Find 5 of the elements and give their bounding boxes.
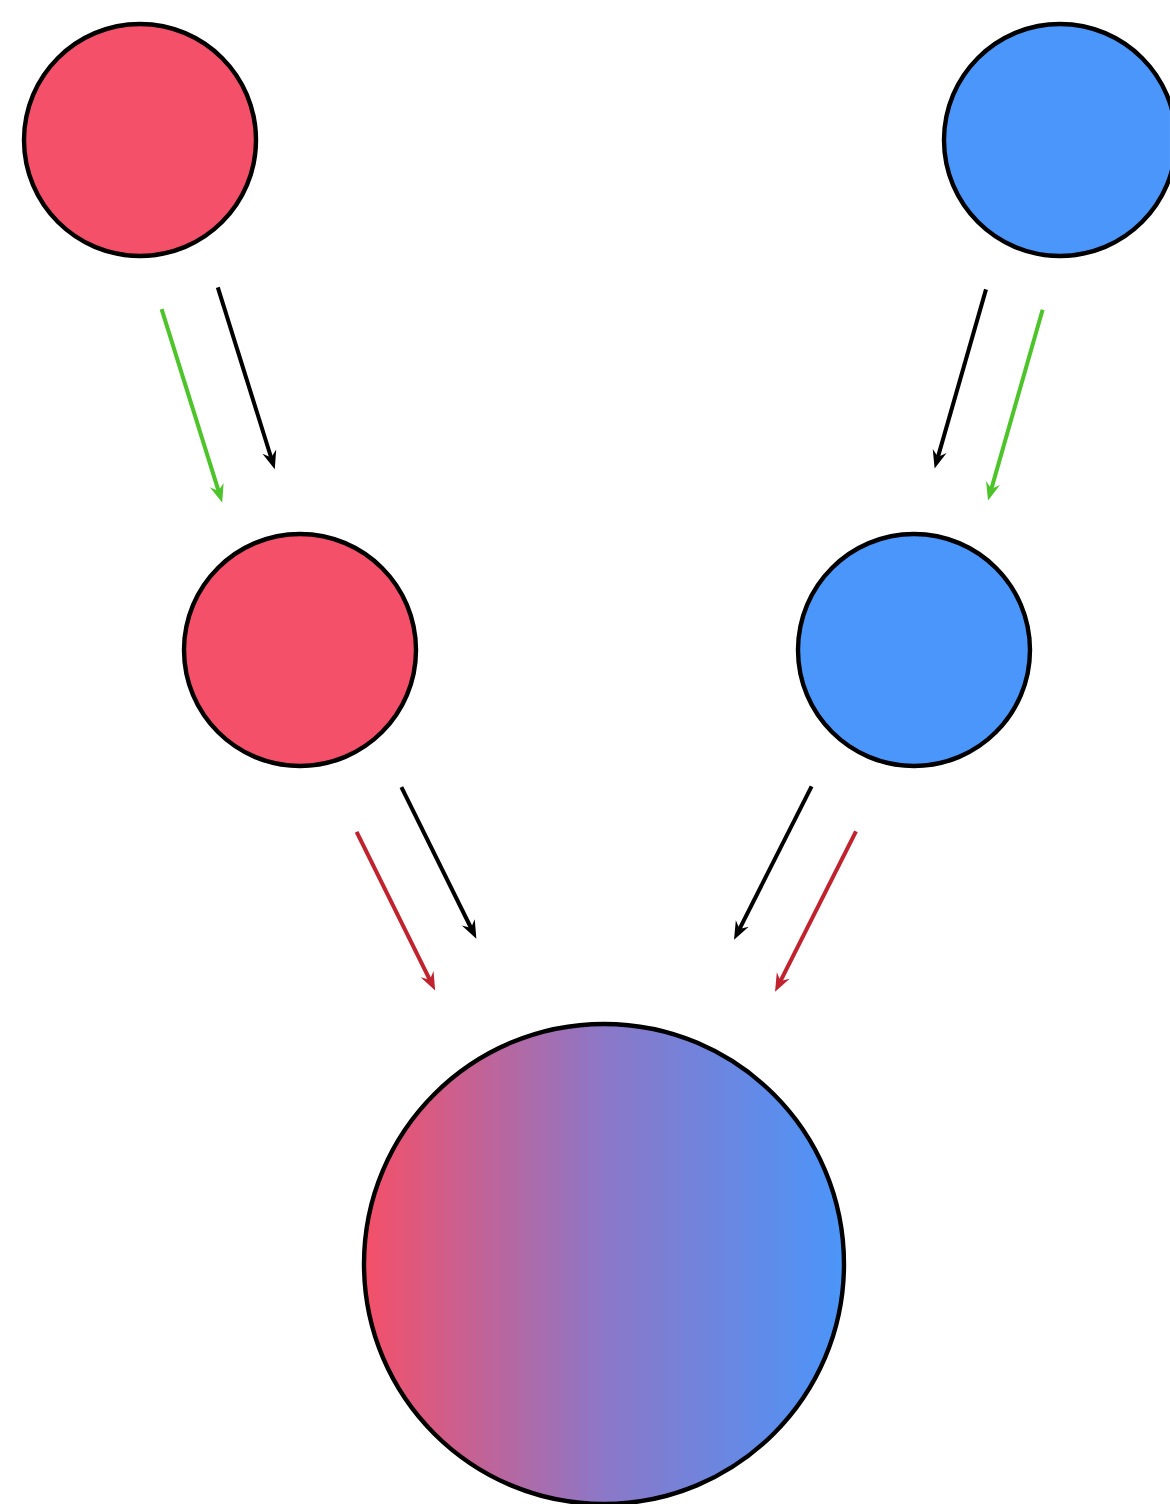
- circle: [795, 531, 1033, 769]
- circle: [181, 531, 419, 769]
- circle: [361, 1021, 847, 1504]
- circle: [21, 21, 259, 259]
- circle: [941, 21, 1170, 259]
